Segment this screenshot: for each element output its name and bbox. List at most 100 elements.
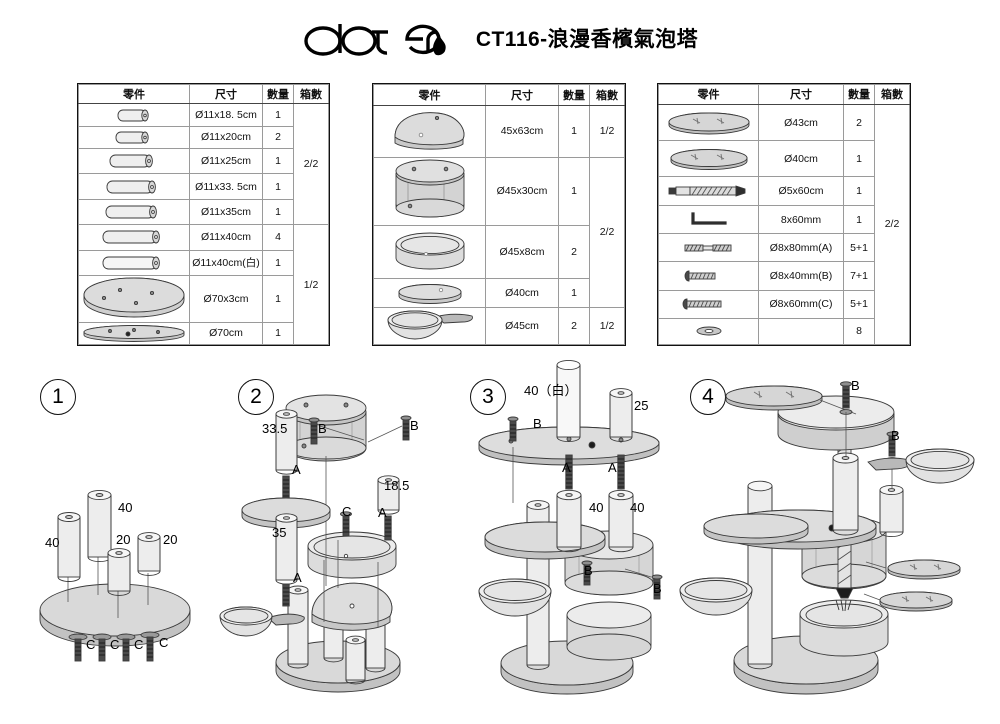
part-cylinder-post-icon bbox=[78, 198, 190, 226]
parts-table-1: 零件 尺寸 數量 箱數 Ø11x18. 5cm 1 2/2 bbox=[77, 83, 330, 346]
part-washer-icon bbox=[658, 317, 759, 346]
table-header-row: 零件 尺寸 數量 箱數 bbox=[373, 84, 625, 106]
part-ring-tray-icon bbox=[373, 224, 486, 279]
step2-label-post-33-5: 33.5 bbox=[262, 421, 288, 436]
cell-size: Ø11x33. 5cm bbox=[189, 173, 263, 200]
table-row: Ø11x25cm 1 bbox=[78, 147, 329, 175]
step1-label-post-20-center: 20 bbox=[116, 532, 131, 547]
cell-qty: 1 bbox=[262, 249, 294, 276]
table-row: Ø8x80mm(A) 5+1 bbox=[658, 233, 910, 263]
step4-label-bolt-b-top: B bbox=[851, 378, 860, 393]
cell-size: Ø70x3cm bbox=[189, 274, 263, 323]
cell-qty: 2 bbox=[558, 224, 590, 279]
table-row: Ø11x20cm 2 bbox=[78, 125, 329, 149]
table-row: Ø11x40cm 4 1/2 bbox=[78, 224, 329, 345]
cell-qty: 1 bbox=[262, 147, 294, 175]
table-row: Ø11x35cm 1 bbox=[78, 198, 329, 226]
cell-box-group: 2/2 bbox=[589, 156, 625, 308]
table-row: Ø45x8cm 2 bbox=[373, 224, 625, 279]
table-row: Ø8x60mm(C) 5+1 bbox=[658, 289, 910, 319]
table-row: Ø8x40mm(B) 7+1 bbox=[658, 261, 910, 291]
table-row: Ø11x18. 5cm 1 2/2 bbox=[78, 103, 329, 226]
cell-box: 1/2 bbox=[589, 104, 625, 158]
cell-qty: 1 bbox=[558, 156, 590, 226]
cell-qty: 1 bbox=[558, 277, 590, 308]
part-flat-plate-icon bbox=[373, 277, 486, 308]
cell-box-group: 1/2 bbox=[293, 224, 329, 345]
table-row: Ø40cm 1 bbox=[373, 277, 625, 308]
step3-label-bolt-a-left: A bbox=[562, 460, 571, 475]
cell-qty: 5+1 bbox=[843, 233, 875, 263]
step3-label-bolt-b-drum-right: B bbox=[653, 581, 662, 596]
step-4-diagram bbox=[679, 378, 990, 713]
col-box: 箱數 bbox=[589, 84, 625, 106]
cell-qty: 1 bbox=[843, 175, 875, 207]
cell-size: Ø11x40cm bbox=[189, 224, 263, 251]
part-cylinder-post-icon bbox=[78, 125, 190, 149]
cell-size: Ø8x60mm(C) bbox=[758, 289, 844, 319]
step2-label-bolt-a-lower: A bbox=[293, 570, 302, 585]
part-cylinder-post-icon bbox=[78, 147, 190, 175]
table-row: Ø11x40cm(白) 1 bbox=[78, 249, 329, 276]
step-1-diagram bbox=[20, 455, 240, 675]
cell-qty: 8 bbox=[843, 317, 875, 346]
part-ladle-bowl-icon bbox=[373, 306, 486, 345]
step-badge-3: 3 bbox=[470, 379, 506, 415]
table-row: Ø5x60cm 1 bbox=[658, 175, 910, 207]
step3-label-bolt-a-right: A bbox=[608, 460, 617, 475]
table-row: 8x60mm 1 bbox=[658, 205, 910, 235]
step2-label-bolt-a-right: A bbox=[378, 505, 387, 520]
cell-qty: 4 bbox=[262, 224, 294, 251]
table-row: Ø40cm 1 bbox=[658, 140, 910, 177]
table-row: Ø45cm 2 1/2 bbox=[373, 306, 625, 345]
col-box: 箱數 bbox=[293, 83, 329, 105]
flame-icon bbox=[432, 34, 446, 56]
col-qty: 數量 bbox=[843, 84, 875, 105]
col-part: 零件 bbox=[658, 84, 759, 105]
step-badge-4: 4 bbox=[690, 379, 726, 415]
table-row: Ø43cm 2 2/2 bbox=[658, 103, 910, 346]
cell-qty: 1 bbox=[843, 140, 875, 177]
cell-size: Ø40cm bbox=[758, 140, 844, 177]
cell-size: Ø8x40mm(B) bbox=[758, 261, 844, 291]
table-header-row: 零件 尺寸 數量 箱數 bbox=[78, 83, 329, 105]
col-qty: 數量 bbox=[262, 83, 294, 105]
cell-qty: 1 bbox=[262, 274, 294, 323]
cell-size: Ø70cm bbox=[189, 321, 263, 346]
col-size: 尺寸 bbox=[758, 84, 844, 105]
cell-qty: 2 bbox=[262, 125, 294, 149]
step3-label-post-40-right: 40 bbox=[630, 500, 645, 515]
part-round-disc-icon bbox=[78, 274, 190, 323]
step3-label-post-40-left: 40 bbox=[589, 500, 604, 515]
table-header-row: 零件 尺寸 數量 箱數 bbox=[658, 84, 910, 105]
step1-label-post-40-left: 40 bbox=[45, 535, 60, 550]
step2-label-bolt-b-left: B bbox=[318, 421, 327, 436]
step3-label-post-40-white: 40（白） bbox=[524, 383, 578, 398]
cell-size: Ø5x60cm bbox=[758, 175, 844, 207]
cell-size: Ø11x18. 5cm bbox=[189, 103, 263, 127]
part-double-end-bolt-icon bbox=[658, 233, 759, 263]
step2-label-post-35: 35 bbox=[272, 525, 287, 540]
cell-size: Ø45x30cm bbox=[485, 156, 559, 226]
step1-label-bolt-c-1: C bbox=[86, 637, 96, 652]
table-row: Ø45x30cm 1 2/2 bbox=[373, 156, 625, 308]
part-bolt-short-icon bbox=[658, 261, 759, 291]
step1-label-bolt-c-4: C bbox=[159, 635, 169, 650]
part-cylinder-post-icon bbox=[78, 103, 190, 127]
part-bolt-medium-icon bbox=[658, 289, 759, 319]
part-oval-plate-icon bbox=[658, 103, 759, 142]
step3-label-bolt-b-drum-left: B bbox=[584, 563, 593, 578]
parts-table-2: 零件 尺寸 數量 箱數 45x63cm 1 1/2 bbox=[372, 83, 626, 346]
parts-table-3: 零件 尺寸 數量 箱數 Ø43cm 2 2/2 bbox=[657, 83, 911, 346]
cell-size: Ø11x25cm bbox=[189, 147, 263, 175]
cell-size bbox=[758, 317, 844, 346]
part-cylinder-post-icon bbox=[78, 173, 190, 200]
col-size: 尺寸 bbox=[189, 83, 263, 105]
cell-qty: 1 bbox=[558, 104, 590, 158]
step4-label-bolt-b-right: B bbox=[891, 428, 900, 443]
cell-size: 45x63cm bbox=[485, 104, 559, 158]
cell-box-group: 2/2 bbox=[874, 103, 910, 346]
step-badge-2: 2 bbox=[238, 379, 274, 415]
cell-size: Ø8x80mm(A) bbox=[758, 233, 844, 263]
cell-size: Ø11x20cm bbox=[189, 125, 263, 149]
